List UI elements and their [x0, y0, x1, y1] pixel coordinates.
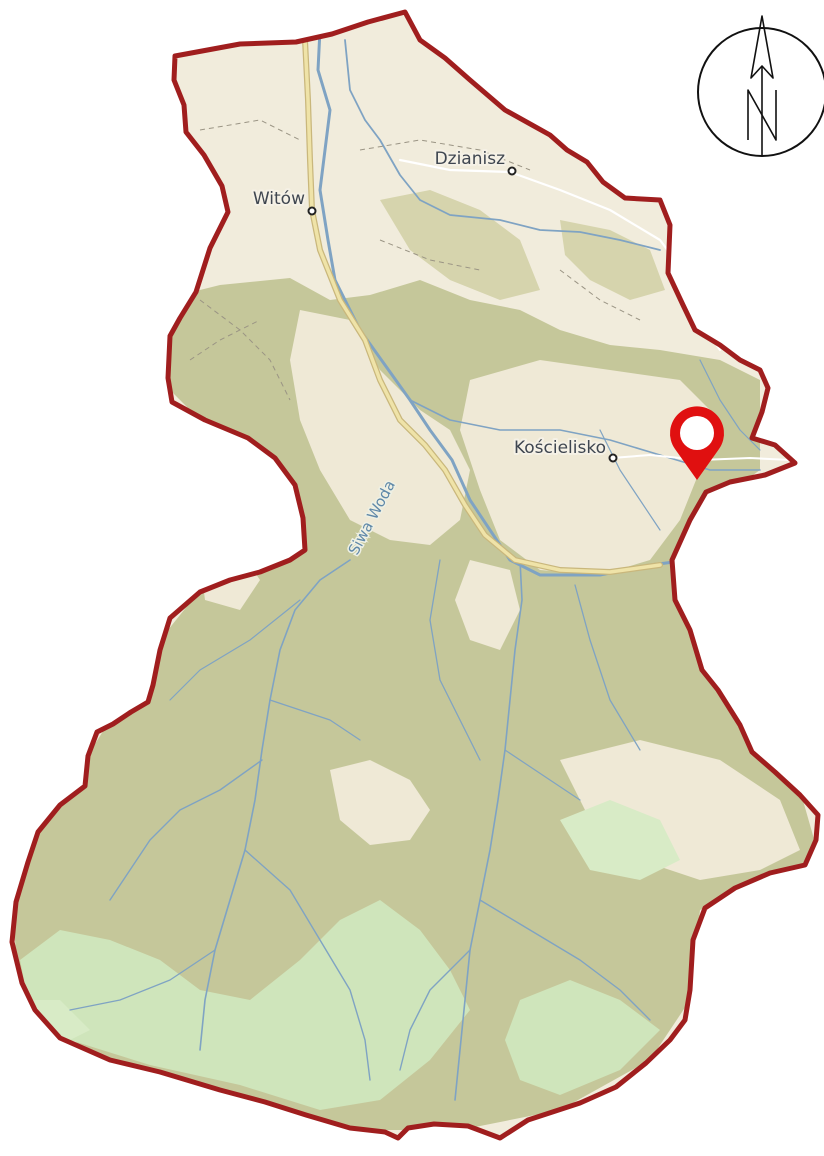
place-witow[interactable]: Witów: [251, 187, 317, 216]
stream: [244, 849, 371, 1081]
compass-circle: [697, 27, 824, 157]
waterways: [69, 28, 761, 1101]
stream: [599, 429, 661, 531]
stream: [269, 699, 361, 741]
clearing: [330, 760, 430, 845]
stream: [344, 39, 661, 251]
forest-patch: [380, 190, 540, 300]
place-dot: [507, 166, 517, 176]
clearing: [560, 740, 800, 880]
place-koscielisko[interactable]: Kościelisko: [512, 436, 618, 463]
clearing: [290, 310, 470, 545]
main-road: [303, 38, 662, 574]
stream: [169, 599, 301, 701]
compass-letter-n: [747, 89, 777, 141]
clearing: [455, 560, 520, 650]
place-label-koscielisko: Kościelisko: [514, 438, 606, 458]
stream: [199, 559, 351, 1051]
north-arrow-icon: [697, 15, 824, 157]
stream: [504, 749, 581, 801]
stream: [109, 759, 263, 901]
stream: [399, 949, 471, 1071]
place-label-dzianisz: Dzianisz: [435, 149, 506, 169]
meadow-area: [560, 800, 680, 880]
stream: [574, 584, 641, 751]
stream: [479, 899, 651, 1021]
stream: [69, 949, 216, 1011]
location-pin-icon[interactable]: [670, 406, 724, 480]
stream: [699, 359, 761, 451]
stream: [429, 559, 481, 761]
place-dzianisz[interactable]: Dzianisz: [433, 147, 517, 176]
clearing: [460, 360, 720, 575]
footpaths: [189, 119, 641, 401]
meadow-area: [20, 900, 470, 1110]
stream: [454, 559, 523, 1101]
forest-patch: [560, 220, 665, 300]
pin-hole: [680, 416, 714, 450]
place-dot: [608, 453, 618, 463]
place-dot: [307, 206, 317, 216]
place-label-witow: Witów: [253, 189, 305, 209]
meadow-area: [505, 980, 660, 1095]
